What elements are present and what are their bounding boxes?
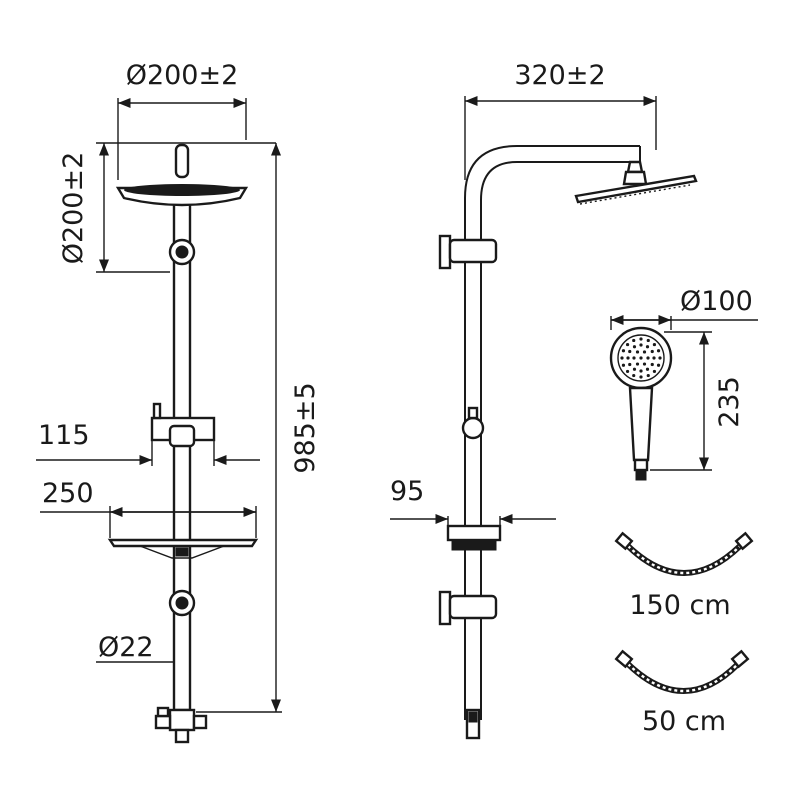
hand-shower-handle (628, 386, 654, 462)
nozzle-dot (652, 369, 657, 374)
nozzle-dot (656, 349, 661, 353)
side-head-joint (626, 160, 644, 174)
nozzle-dot (632, 356, 636, 360)
nozzle-dot (626, 356, 630, 360)
front-riser-pipe (172, 198, 192, 712)
nozzle-dot (620, 356, 624, 360)
nozzle-dot (656, 363, 661, 367)
hose-150-label: 150 cm (629, 590, 730, 621)
hand-shower: Ø100 235 (609, 286, 758, 481)
dim-holder-width: 115 (38, 420, 90, 451)
nozzle-dot (650, 349, 654, 354)
nozzle-dot (632, 373, 636, 378)
nozzle-dot (652, 356, 656, 360)
hose-150: 150 cm (614, 531, 754, 621)
nozzle-dot (625, 369, 630, 374)
nozzle-dot (639, 375, 643, 379)
nozzle-dot (658, 356, 662, 360)
nozzle-dot (639, 356, 643, 360)
nozzle-dot (632, 345, 637, 349)
front-view: Ø200±2 Ø200±2 985±5 115 250 Ø22 (36, 60, 321, 744)
dim-hand-length: 235 (714, 376, 745, 428)
dim-pipe-diameter: Ø22 (98, 632, 154, 663)
nozzle-dot (628, 349, 632, 354)
side-view: 320±2 95 (390, 60, 698, 740)
nozzle-dot (642, 362, 647, 366)
hand-shower-nozzles (620, 337, 662, 379)
nozzle-dot (652, 342, 657, 347)
nozzle-dot (639, 369, 643, 373)
side-shower-head (574, 174, 698, 204)
side-riser-arm (464, 145, 640, 720)
front-head-nozzles (124, 184, 240, 196)
nozzle-dot (628, 362, 632, 367)
nozzle-dot (632, 338, 636, 343)
nozzle-dot (625, 342, 630, 347)
dim-hand-diameter: Ø100 (680, 286, 753, 317)
nozzle-dot (642, 350, 647, 354)
nozzle-dot (639, 337, 643, 341)
nozzle-dot (646, 338, 650, 343)
nozzle-dot (635, 362, 640, 366)
hose-50-label: 50 cm (642, 706, 726, 737)
side-mid-clamp (461, 416, 485, 440)
nozzle-dot (645, 345, 650, 349)
nozzle-dot (646, 373, 650, 378)
dim-total-height: 985±5 (290, 382, 321, 473)
nozzle-dot (621, 349, 626, 353)
nozzle-dot (639, 343, 643, 347)
hose-150-icon (625, 543, 743, 576)
dim-head-height: Ø200±2 (58, 152, 89, 265)
nozzle-dot (645, 367, 650, 371)
nozzle-dot (646, 356, 650, 360)
front-soap-shelf (107, 538, 259, 548)
dim-shelf-width: 250 (42, 478, 94, 509)
side-shelf-holder (446, 524, 502, 542)
nozzle-dot (650, 362, 654, 367)
front-head-connector (174, 143, 190, 179)
hose-50: 50 cm (614, 649, 750, 737)
side-lower-clamp (438, 590, 452, 626)
nozzle-dot (635, 350, 640, 354)
dim-holder-depth: 95 (390, 476, 424, 507)
nozzle-dot (632, 367, 637, 371)
nozzle-dot (621, 363, 626, 367)
side-upper-clamp (438, 234, 452, 270)
dim-arm-length: 320±2 (514, 60, 605, 91)
dim-head-diameter: Ø200±2 (126, 60, 239, 91)
front-diverter-valve (168, 708, 196, 732)
